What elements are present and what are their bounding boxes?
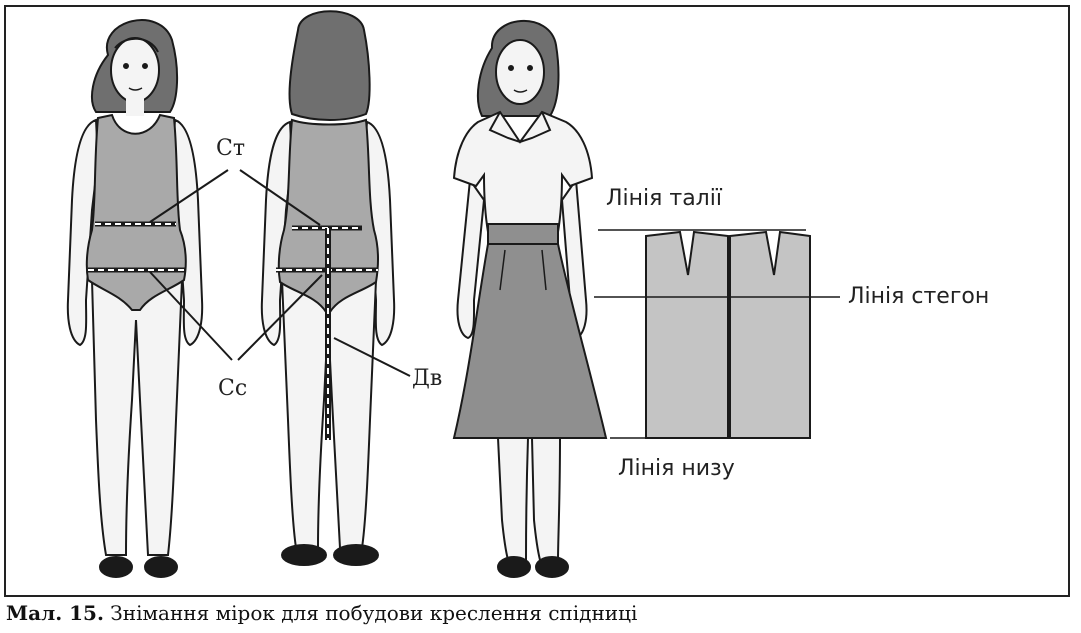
label-waist-measure: Ст	[216, 136, 246, 161]
front-figure	[66, 19, 204, 578]
skirt-waistband	[487, 223, 559, 245]
label-hem-line: Лінія низу	[618, 456, 735, 481]
caption-number: Мал. 15.	[6, 601, 104, 625]
dressed-face	[495, 39, 545, 105]
label-waist-line: Лінія талії	[606, 186, 722, 211]
back-right-shoe	[333, 544, 379, 566]
front-bodysuit	[85, 113, 187, 311]
back-measure-lines	[276, 225, 378, 440]
caption-text: Знімання мірок для побудови креслення сп…	[103, 601, 638, 625]
figure-caption: Мал. 15. Знімання мірок для побудови кре…	[6, 601, 637, 625]
back-left-shoe	[281, 544, 327, 566]
label-skirt-length: Дв	[412, 366, 443, 391]
back-figure	[260, 10, 396, 566]
back-bodysuit	[277, 118, 379, 313]
back-hair	[288, 10, 371, 121]
leader-lines	[149, 169, 411, 377]
front-left-shoe	[99, 556, 133, 578]
back-right-arm	[362, 120, 396, 347]
front-left-arm	[66, 118, 100, 347]
front-right-shoe	[144, 556, 178, 578]
pattern-guide-lines	[594, 229, 840, 439]
front-measure-lines	[88, 221, 186, 273]
dressed-figure	[452, 20, 608, 578]
front-face	[110, 37, 160, 103]
back-left-arm	[260, 120, 294, 347]
label-hip-measure: Сс	[218, 376, 248, 401]
front-legs	[90, 279, 184, 556]
skirt	[452, 243, 608, 439]
label-hip-line: Лінія стегон	[848, 284, 990, 309]
skirt-pattern	[645, 230, 811, 439]
front-right-arm	[170, 118, 204, 347]
